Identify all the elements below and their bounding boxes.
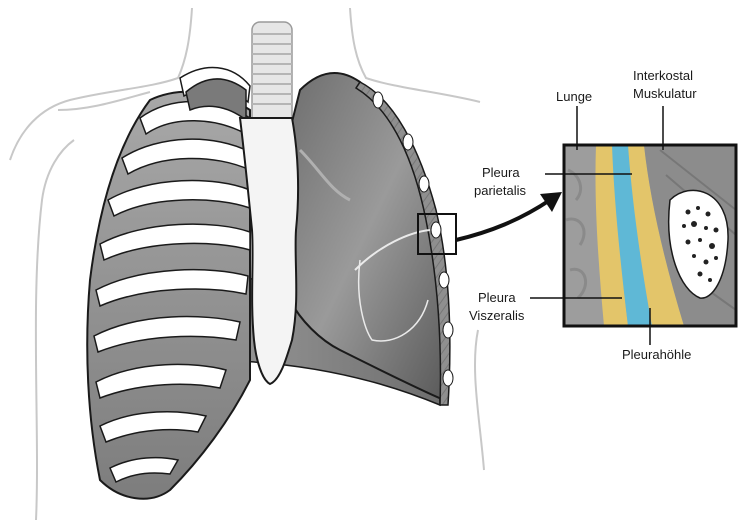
label-pleura-viszeralis-line1: Pleura: [478, 290, 516, 305]
label-lunge: Lunge: [556, 89, 593, 104]
inset-magnified-view: [562, 143, 738, 328]
lung-cut-section: [284, 71, 454, 406]
label-interkostal-line2: Muskulatur: [633, 86, 697, 101]
label-pleura-viszeralis-line2: Viszeralis: [469, 308, 525, 323]
label-pleura-parietalis-line2: parietalis: [474, 183, 527, 198]
pleura-parietalis-layer: [628, 145, 684, 326]
label-interkostal-line1: Interkostal: [633, 68, 693, 83]
trachea: [251, 21, 293, 133]
rib-cross-section: [668, 189, 729, 299]
zoom-arrow: [455, 192, 562, 242]
leader-lines: [530, 106, 664, 345]
label-pleurahoehle: Pleurahöhle: [622, 347, 692, 362]
body-silhouette: [9, 7, 485, 521]
sternum: [238, 117, 300, 386]
label-pleura-parietalis-line1: Pleura: [482, 165, 520, 180]
pleurahoehle-layer: [612, 145, 652, 326]
pleura-viszeralis-layer: [595, 145, 628, 326]
magnify-region-box: [417, 213, 457, 255]
ribcage: [86, 66, 251, 500]
